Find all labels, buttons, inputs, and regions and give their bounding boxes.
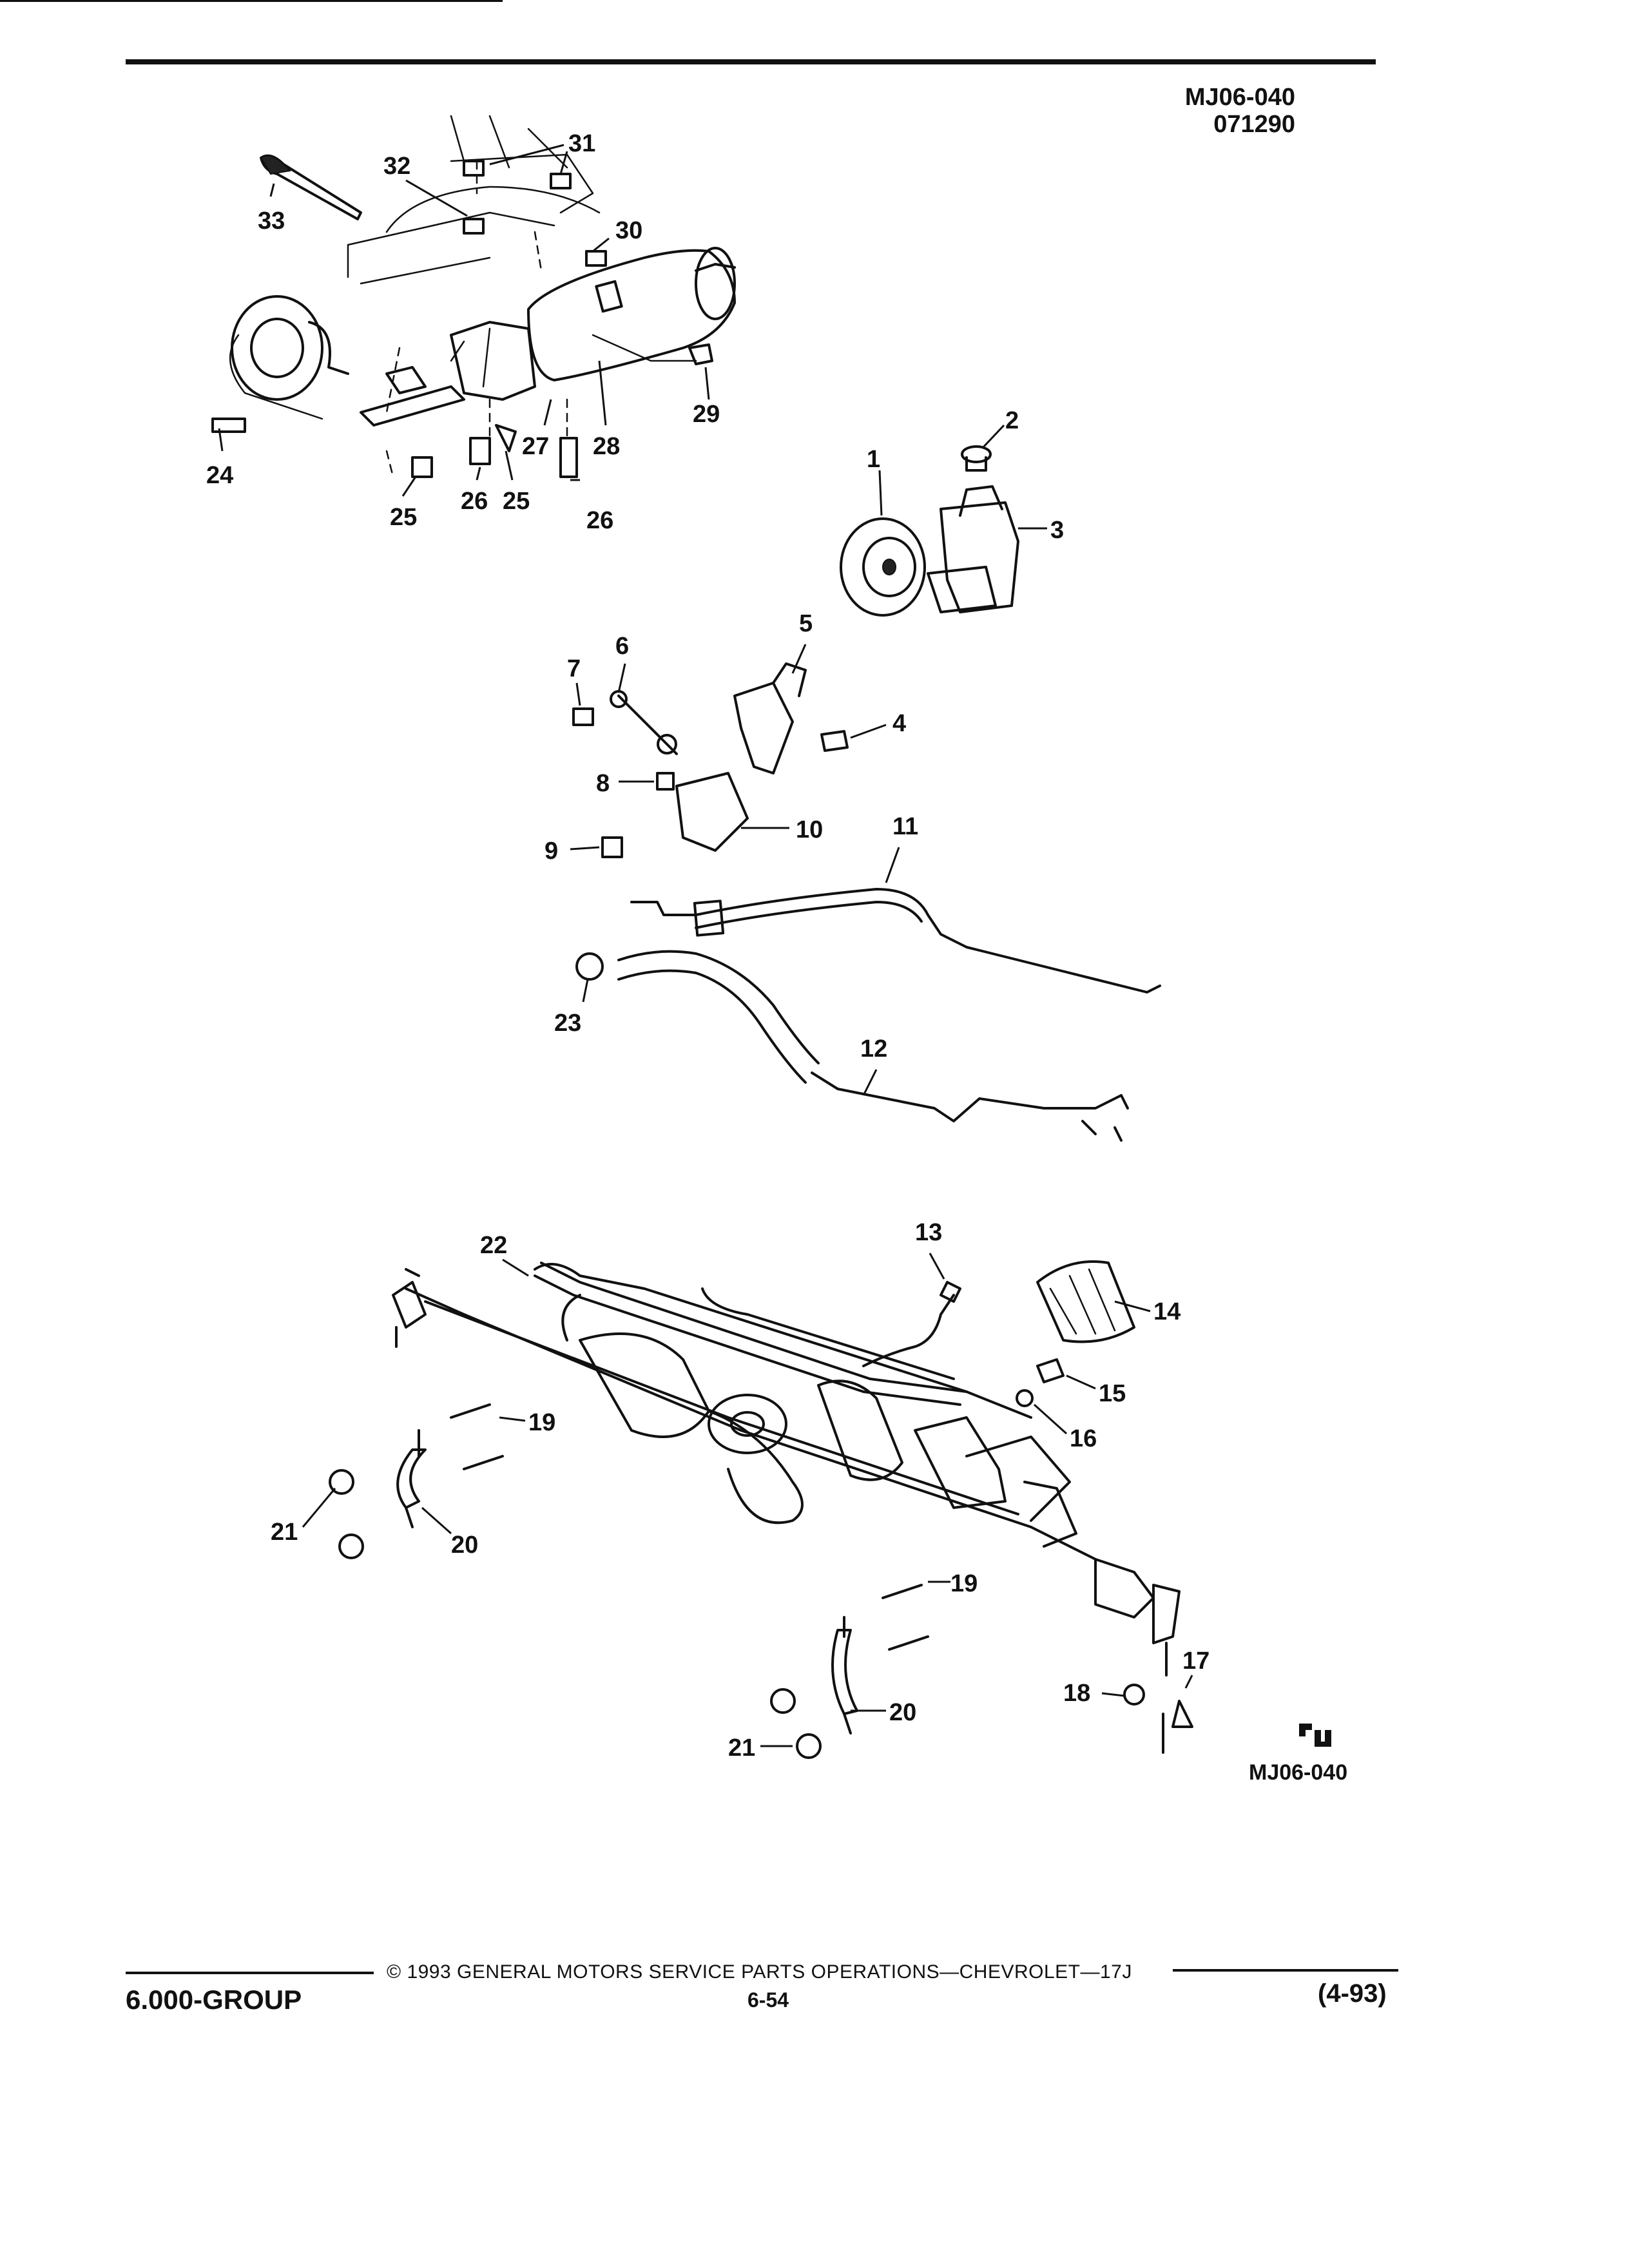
callout-20a: 20: [451, 1532, 478, 1559]
gm-parts-logo: [1299, 1724, 1331, 1747]
callout-19b: 19: [950, 1570, 978, 1597]
callout-30: 30: [615, 217, 642, 244]
steering-column-assembly: [211, 115, 736, 478]
callout-21a: 21: [271, 1519, 298, 1546]
footer-page-number: 6-54: [747, 1988, 789, 2012]
callout-11: 11: [892, 813, 918, 840]
footer-rule-left: [126, 1972, 374, 1974]
callout-33: 33: [258, 207, 285, 235]
callout-7: 7: [567, 655, 581, 682]
callout-16: 16: [1070, 1425, 1097, 1452]
callout-25b: 25: [503, 488, 530, 515]
callout-12: 12: [860, 1035, 887, 1062]
footer-group: 6.000-GROUP: [126, 1984, 302, 2015]
callout-22: 22: [480, 1232, 507, 1259]
callout-32: 32: [383, 153, 410, 180]
callout-24: 24: [206, 462, 233, 489]
top-edge-rule: [0, 0, 503, 2]
footer-revision: (4-93): [1318, 1979, 1387, 2008]
callout-10: 10: [796, 816, 823, 843]
callout-15: 15: [1099, 1380, 1126, 1407]
callout-8: 8: [596, 770, 610, 797]
header-rule: [126, 59, 1376, 64]
pressure-and-return-hoses: [575, 888, 1161, 1142]
callout-3: 3: [1050, 517, 1064, 544]
footer-copyright: © 1993 GENERAL MOTORS SERVICE PARTS OPER…: [387, 1961, 1132, 1983]
callout-25a: 25: [390, 504, 417, 531]
rack-and-pinion-gear: [329, 1260, 1193, 1759]
callout-6: 6: [615, 633, 629, 660]
callout-23: 23: [554, 1010, 581, 1037]
footer-rule-right: [1173, 1969, 1398, 1972]
callout-20b: 20: [889, 1699, 916, 1726]
callout-17: 17: [1182, 1648, 1210, 1675]
callout-18: 18: [1063, 1680, 1090, 1707]
callout-19a: 19: [528, 1409, 555, 1436]
callout-26a: 26: [461, 488, 488, 515]
power-steering-pump-assembly: [840, 445, 1019, 617]
callout-13: 13: [915, 1219, 942, 1246]
callout-29: 29: [693, 401, 720, 428]
callout-28: 28: [593, 433, 620, 460]
callout-9: 9: [545, 838, 558, 865]
callout-26b: 26: [586, 507, 613, 534]
callout-4: 4: [892, 710, 906, 737]
diagram-code: MJ06-040: [1184, 84, 1295, 111]
callout-21b: 21: [728, 1735, 755, 1762]
callout-5: 5: [799, 610, 813, 637]
callout-14: 14: [1153, 1298, 1181, 1325]
callout-1: 1: [867, 446, 880, 473]
callout-labels: 1 2 3 4 5 6 7 8 9 10 11 12 13 14 15 16 1: [206, 130, 1210, 1762]
figure-code: MJ06-040: [1249, 1760, 1348, 1785]
pump-bracket-assembly: [572, 662, 849, 858]
callout-27: 27: [522, 433, 549, 460]
callout-31: 31: [568, 130, 595, 157]
date-code: 071290: [1213, 111, 1295, 138]
callout-2: 2: [1005, 407, 1019, 434]
